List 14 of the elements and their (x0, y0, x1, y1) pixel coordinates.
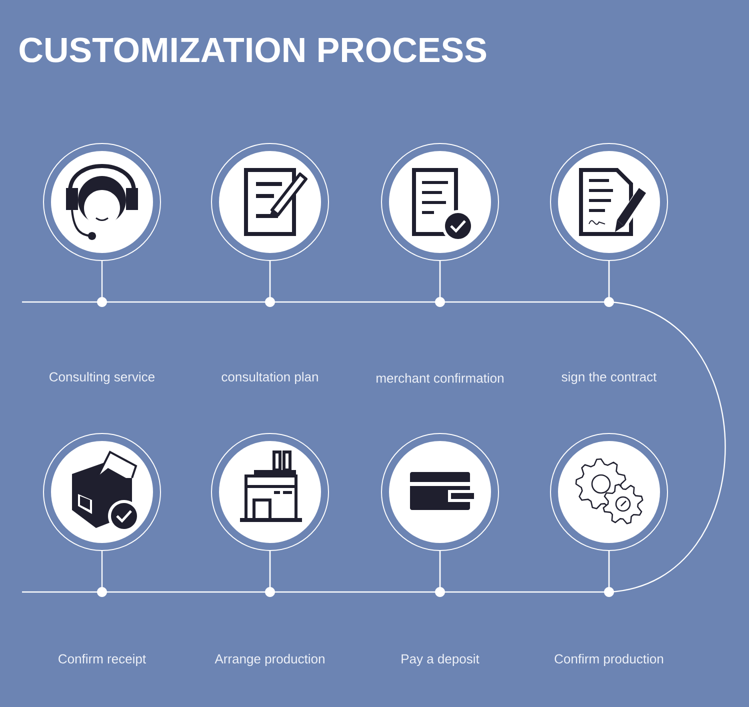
step-label: Confirm receipt (58, 654, 146, 666)
step-label: Arrange production (214, 654, 324, 666)
step-label: Consulting service (50, 372, 154, 384)
step-label: Confirm production (554, 654, 664, 666)
step-circle (550, 143, 668, 261)
step-label: merchant confirmation (376, 373, 504, 383)
timeline-connector (101, 551, 271, 593)
step-circle (211, 143, 329, 261)
step-label: consultation plan (222, 372, 318, 384)
step-label: sign the contract (562, 372, 657, 384)
title: CUSTOMIZATION PROCESS (20, 38, 486, 62)
step-label: Pay a deposit (402, 654, 480, 666)
step-circle (211, 433, 329, 551)
timeline-connector (608, 261, 726, 593)
